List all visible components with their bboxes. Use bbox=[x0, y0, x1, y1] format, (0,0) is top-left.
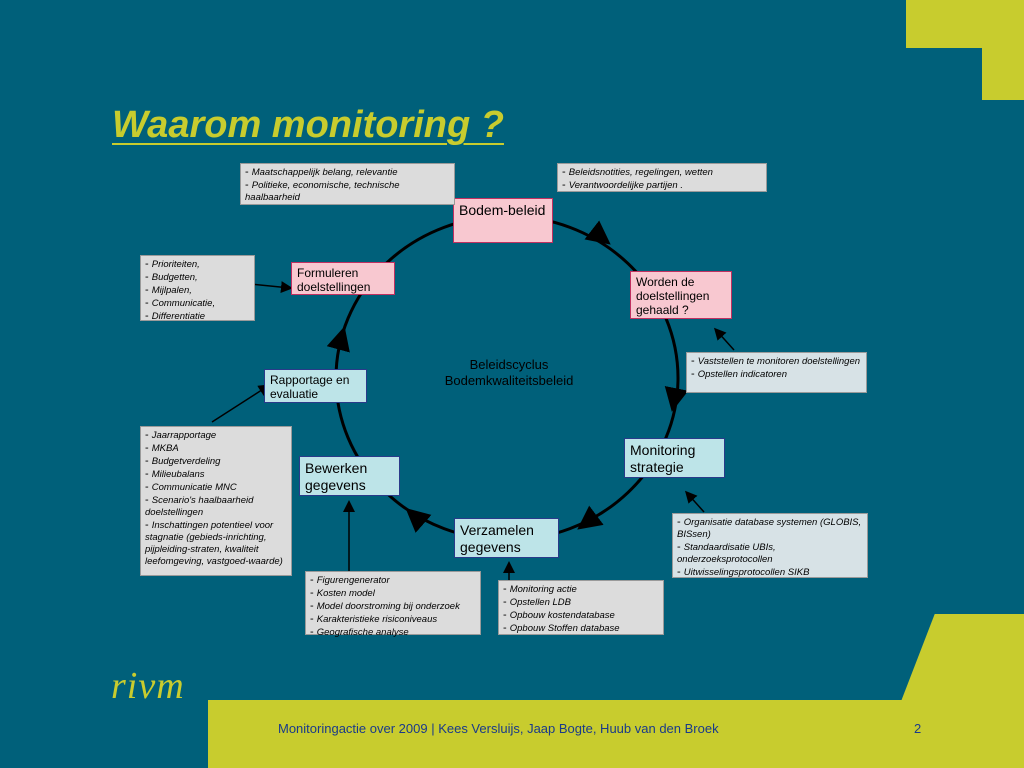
note-item: Kosten model bbox=[310, 587, 476, 600]
note-item: Opstellen LDB bbox=[503, 596, 659, 609]
note-bottom-mid: Monitoring actie Opstellen LDB Opbouw ko… bbox=[498, 580, 664, 635]
connector-right-bottom bbox=[684, 490, 705, 513]
note-item: Prioriteiten, bbox=[145, 258, 250, 271]
node-formuleren-doelstellingen: Formuleren doelstellingen bbox=[291, 262, 395, 295]
note-item: Opstellen indicatoren bbox=[691, 368, 862, 381]
connector-left-top bbox=[249, 281, 293, 294]
note-top-left: Maatschappelijk belang, relevantie Polit… bbox=[240, 163, 455, 205]
center-line-2: Bodemkwaliteitsbeleid bbox=[444, 373, 574, 388]
note-item: Geografische analyse bbox=[310, 626, 476, 639]
note-item: Monitoring actie bbox=[503, 583, 659, 596]
cycle-arrow-top-right bbox=[584, 220, 611, 245]
note-item: Budgetverdeling bbox=[145, 455, 287, 468]
connector-right-mid bbox=[713, 327, 735, 351]
note-left-bottom: Jaarrapportage MKBA Budgetverdeling Mili… bbox=[140, 426, 292, 576]
note-item: Figurengenerator bbox=[310, 574, 476, 587]
node-monitoring-strategie: Monitoring strategie bbox=[624, 438, 725, 478]
note-left-top: Prioriteiten, Budgetten, Mijlpalen, Comm… bbox=[140, 255, 255, 323]
center-line-1: Beleidscyclus bbox=[469, 357, 549, 372]
slide-title: Waarom monitoring ? bbox=[112, 104, 504, 146]
cycle-arrow-left bbox=[326, 326, 350, 353]
cycle-arrow-right bbox=[664, 385, 689, 412]
note-item: Maatschappelijk belang, relevantie bbox=[245, 166, 450, 179]
page-number: 2 bbox=[914, 721, 922, 736]
note-item: Scenario's haalbaarheid doelstellingen bbox=[145, 494, 287, 519]
note-bottom-left: Figurengenerator Kosten model Model door… bbox=[305, 571, 481, 638]
cycle-arrow-bottom-left bbox=[405, 508, 432, 533]
note-item: Verantwoordelijke partijen . bbox=[562, 179, 762, 192]
note-item: Standaardisatie UBIs, onderzoeksprotocol… bbox=[677, 541, 863, 566]
node-verzamelen-gegevens: Verzamelen gegevens bbox=[454, 518, 559, 558]
footer-band bbox=[208, 700, 1024, 768]
note-item: Opbouw Stoffen database bbox=[503, 622, 659, 635]
note-item: Politieke, economische, technische haalb… bbox=[245, 179, 450, 204]
note-item: MKBA bbox=[145, 442, 287, 455]
footer-text: Monitoringactie over 2009 | Kees Verslui… bbox=[278, 721, 719, 736]
note-item: Communicatie MNC bbox=[145, 481, 287, 494]
note-item: Beleidsnotities, regelingen, wetten bbox=[562, 166, 762, 179]
note-item: Uitwisselingsprotocollen SIKB bbox=[677, 566, 863, 579]
note-item: Opbouw kostendatabase bbox=[503, 609, 659, 622]
note-item: Differentiatie bbox=[145, 310, 250, 323]
note-right-mid: Vaststellen te monitoren doelstellingen … bbox=[686, 352, 867, 393]
rivm-logo: rivm bbox=[111, 665, 185, 707]
note-item: Model doorstroming bij onderzoek bbox=[310, 600, 476, 613]
note-item: Budgetten, bbox=[145, 271, 250, 284]
note-item: Communicatie, bbox=[145, 297, 250, 310]
note-item: Vaststellen te monitoren doelstellingen bbox=[691, 355, 862, 368]
note-item: Karakteristieke risiconiveaus bbox=[310, 613, 476, 626]
note-right-bottom: Organisatie database systemen (GLOBIS, B… bbox=[672, 513, 868, 578]
note-top-right: Beleidsnotities, regelingen, wetten Vera… bbox=[557, 163, 767, 192]
node-rapportage-evaluatie: Rapportage en evaluatie bbox=[264, 369, 367, 403]
cycle-arrow-bottom-right bbox=[577, 505, 604, 530]
note-item: Organisatie database systemen (GLOBIS, B… bbox=[677, 516, 863, 541]
node-bewerken-gegevens: Bewerken gegevens bbox=[299, 456, 400, 496]
connector-left-bottom bbox=[211, 384, 271, 423]
node-bodem-beleid: Bodem-beleid bbox=[453, 198, 553, 243]
note-item: Jaarrapportage bbox=[145, 429, 287, 442]
node-worden-doelstellingen-gehaald: Worden de doelstellingen gehaald ? bbox=[630, 271, 732, 319]
cycle-center-label: Beleidscyclus Bodemkwaliteitsbeleid bbox=[404, 357, 614, 389]
note-item: Milieubalans bbox=[145, 468, 287, 481]
corner-accent-vertical bbox=[982, 0, 1024, 100]
note-item: Inschattingen potentieel voor stagnatie … bbox=[145, 519, 287, 568]
note-item: Mijlpalen, bbox=[145, 284, 250, 297]
